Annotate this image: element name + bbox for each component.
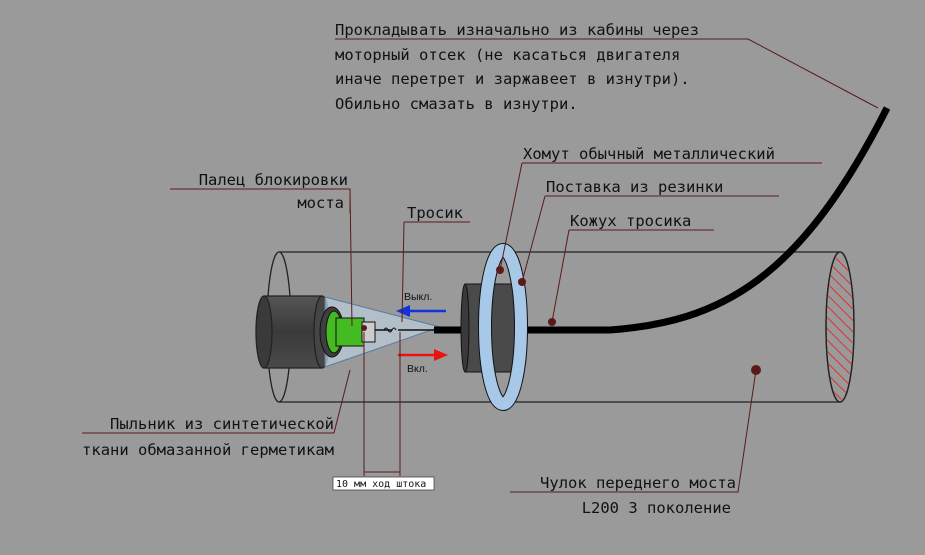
routing-note-line2: моторный отсек (не касаться двигателя [335, 46, 680, 64]
clamp-label: Хомут обычный металлический [523, 145, 775, 163]
cable-label: Тросик [407, 204, 464, 222]
on-arrow [398, 349, 448, 361]
locking-pin-label-1: Палец блокировки [199, 171, 348, 189]
routing-note-line4: Обильно смазать в изнутри. [335, 95, 578, 113]
leader-lines [82, 38, 879, 493]
metal-clamp [478, 243, 528, 411]
dimension-label: 10 мм ход штока [336, 479, 426, 490]
axle-housing-label-1: Чулок переднего моста [540, 474, 736, 492]
dimension-box [332, 476, 435, 491]
locking-pin-actuator [319, 306, 397, 358]
cable-sheath [434, 106, 891, 334]
axle-housing-label-2: L200 3 поколение [582, 499, 731, 517]
routing-note-line3: иначе перетрет и заржавеет в изнутри). [335, 70, 690, 88]
locking-pin-label-2: моста [297, 194, 344, 212]
off-label: Выкл. [404, 291, 432, 303]
dust-boot-label-1: Пыльник из синтетической [110, 415, 334, 433]
dust-boot-label-2: ткани обмазанной герметикам [82, 441, 334, 459]
leader-dots [361, 266, 761, 375]
off-arrow [396, 305, 446, 317]
housing-cut-hatch [827, 254, 853, 400]
on-label: Вкл. [407, 363, 428, 375]
routing-note-line1: Прокладывать изначально из кабины через [335, 21, 699, 39]
inner-sleeve [255, 295, 331, 369]
rubber-spacer-label: Поставка из резинки [546, 178, 723, 196]
cable-sheath-label: Кожух тросика [570, 212, 691, 230]
